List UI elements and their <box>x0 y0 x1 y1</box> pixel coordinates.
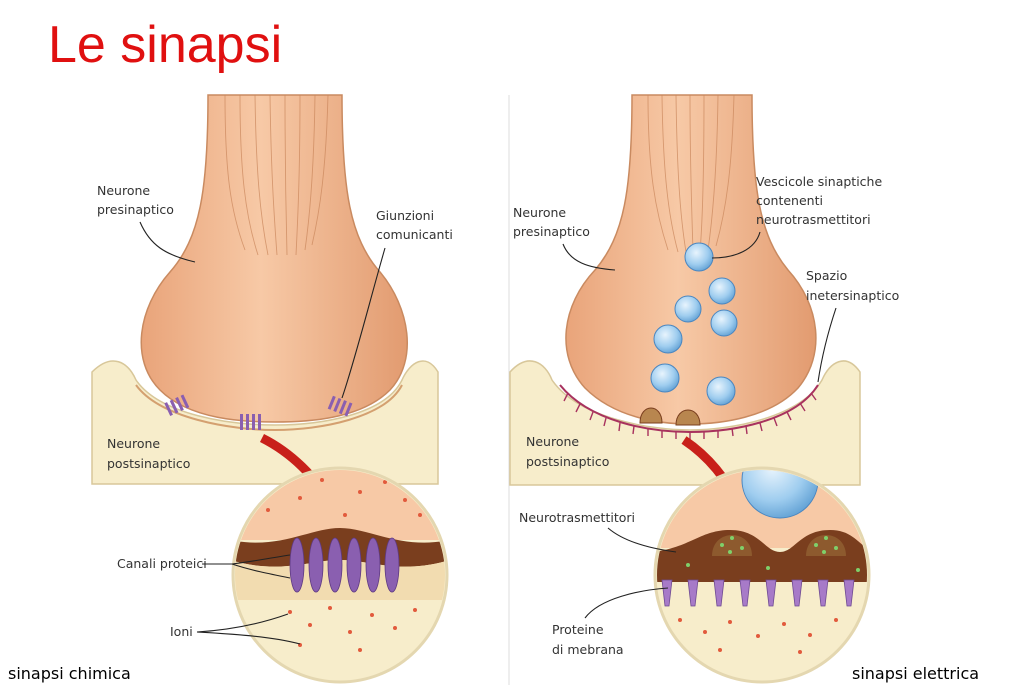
svg-text:di mebrana: di mebrana <box>552 642 624 657</box>
page-title: Le sinapsi <box>48 16 282 74</box>
svg-text:comunicanti: comunicanti <box>376 227 453 242</box>
label-ions: Ioni <box>170 624 193 639</box>
label-vesicles-l1: Vescicole sinaptiche <box>756 174 882 189</box>
label-postsynaptic-l2: postsinaptico <box>107 456 190 471</box>
label-postsynaptic-right-l2: postsinaptico <box>526 454 609 469</box>
svg-text:Neurone: Neurone <box>107 436 160 451</box>
magnified-view-left <box>230 468 450 682</box>
svg-text:Spazio: Spazio <box>806 268 847 283</box>
label-gap-junctions-l2: comunicanti <box>376 227 453 242</box>
svg-text:presinaptico: presinaptico <box>513 224 590 239</box>
svg-text:Neurone: Neurone <box>526 434 579 449</box>
label-vesicles-l3: neurotrasmettitori <box>756 212 871 227</box>
label-synaptic-space-l2: inetersinaptico <box>806 288 899 303</box>
label-neurotransmitters: Neurotrasmettitori <box>519 510 635 525</box>
label-synaptic-space-l1: Spazio <box>806 268 847 283</box>
svg-text:postsinaptico: postsinaptico <box>107 456 190 471</box>
svg-text:postsinaptico: postsinaptico <box>526 454 609 469</box>
svg-text:neurotrasmettitori: neurotrasmettitori <box>756 212 871 227</box>
svg-text:contenenti: contenenti <box>756 193 823 208</box>
svg-text:Vescicole sinaptiche: Vescicole sinaptiche <box>756 174 882 189</box>
label-membrane-proteins-l1: Proteine <box>552 622 604 637</box>
svg-text:Proteine: Proteine <box>552 622 604 637</box>
caption-electrical: sinapsi elettrica <box>852 664 979 683</box>
svg-text:Neurone: Neurone <box>97 183 150 198</box>
label-presynaptic-right-l1: Neurone <box>513 205 566 220</box>
label-postsynaptic-l1: Neurone <box>107 436 160 451</box>
label-presynaptic-l1: Neurone <box>97 183 150 198</box>
caption-chemical: sinapsi chimica <box>8 664 131 683</box>
label-protein-channels: Canali proteici <box>117 556 207 571</box>
label-presynaptic-right-l2: presinaptico <box>513 224 590 239</box>
svg-text:Giunzioni: Giunzioni <box>376 208 434 223</box>
label-postsynaptic-right-l1: Neurone <box>526 434 579 449</box>
label-gap-junctions-l1: Giunzioni <box>376 208 434 223</box>
chemical-synapse-panel: Neurone presinaptico Giunzioni comunican… <box>8 95 453 683</box>
svg-text:inetersinaptico: inetersinaptico <box>806 288 899 303</box>
label-vesicles-l2: contenenti <box>756 193 823 208</box>
svg-text:presinaptico: presinaptico <box>97 202 174 217</box>
electrical-synapse-panel: Vescicole sinaptiche contenenti neurotra… <box>510 95 979 683</box>
label-membrane-proteins-l2: di mebrana <box>552 642 624 657</box>
svg-text:Neurone: Neurone <box>513 205 566 220</box>
label-presynaptic-l2: presinaptico <box>97 202 174 217</box>
